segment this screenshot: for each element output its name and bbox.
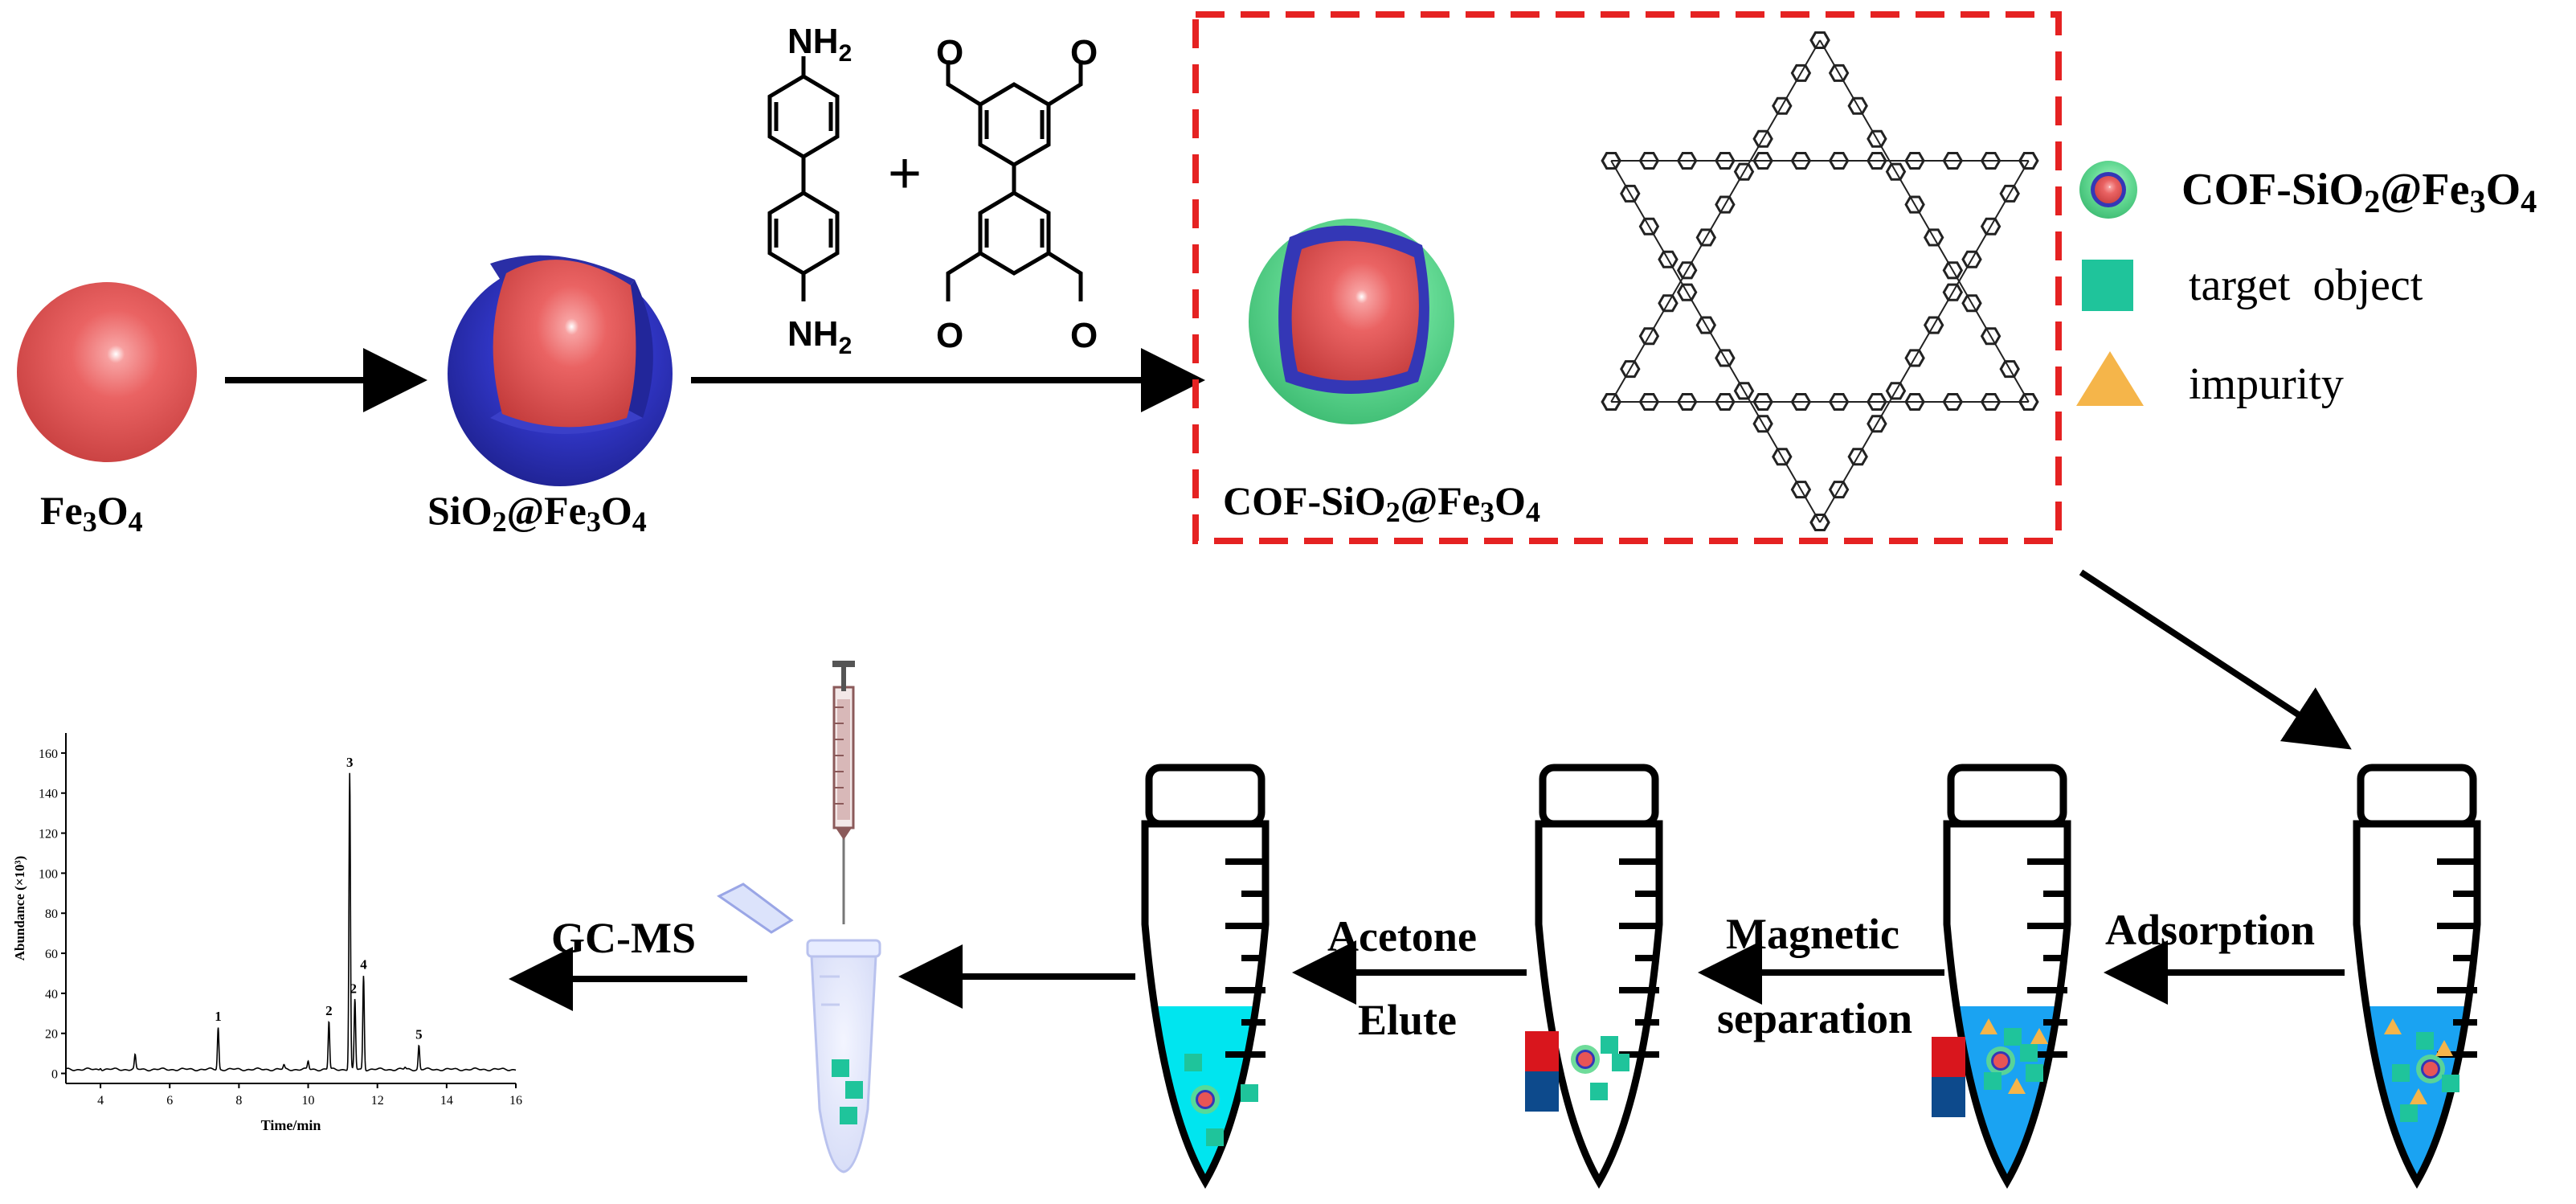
chromatogram-trace xyxy=(65,772,517,1072)
peak-label: 5 xyxy=(415,1027,423,1042)
x-tick-label: 4 xyxy=(97,1094,104,1108)
tube-elute xyxy=(1141,764,1270,1189)
x-tick-label: 14 xyxy=(440,1094,453,1108)
label-sio2-fe3o4: SiO2@Fe3O4 xyxy=(427,488,647,538)
tetraaldehyde-structure xyxy=(946,60,1083,301)
tube-washed xyxy=(1535,764,1663,1189)
y-axis-label: Abundance (×10³) xyxy=(12,856,27,961)
peak-label: 2 xyxy=(325,1003,333,1018)
legend-target-icon xyxy=(2082,260,2133,311)
y-tick-label: 100 xyxy=(39,867,58,881)
cof-particle-icon xyxy=(1249,219,1454,424)
y-tick-label: 120 xyxy=(39,828,58,842)
aldehyde-o-3: O xyxy=(936,316,963,355)
plus-sign: + xyxy=(888,141,922,206)
y-tick-label: 20 xyxy=(45,1028,58,1042)
sio2-fe3o4-particle-icon xyxy=(448,255,673,486)
step-adsorption: Adsorption xyxy=(2105,906,2316,954)
sample-vial-icon xyxy=(717,883,881,1173)
y-tick-label: 0 xyxy=(51,1068,58,1082)
x-axis-label: Time/min xyxy=(261,1117,321,1133)
arrow-to-adsorption xyxy=(2079,569,2352,750)
magnet-1 xyxy=(1525,1031,1559,1112)
aldehyde-o-2: O xyxy=(1070,33,1098,72)
y-tick-label: 160 xyxy=(39,747,58,761)
legend-label-target: target object xyxy=(2189,260,2423,310)
y-tick-label: 80 xyxy=(45,907,58,921)
legend-label-cof: COF-SiO2@Fe3O4 xyxy=(2181,165,2537,220)
legend-impurity-icon xyxy=(2076,351,2144,406)
y-tick-label: 140 xyxy=(39,788,58,801)
label-cof-sio2-fe3o4: COF-SiO2@Fe3O4 xyxy=(1223,478,1540,528)
x-tick-label: 6 xyxy=(166,1094,173,1108)
legend-label-impurity: impurity xyxy=(2189,359,2344,409)
cof-framework-network xyxy=(1601,31,2039,531)
peak-label: 3 xyxy=(346,755,354,770)
benzidine-structure xyxy=(767,56,840,301)
step-magnetic-2: separation xyxy=(1717,994,1912,1042)
step-acetone-1: Acetone xyxy=(1327,912,1477,960)
peak-label: 1 xyxy=(215,1009,222,1024)
legend-cof-icon xyxy=(2079,161,2137,219)
tube-adsorption xyxy=(2353,764,2481,1189)
peak-label: 2 xyxy=(350,981,357,996)
label-fe3o4: Fe3O4 xyxy=(40,488,143,538)
fe3o4-particle-icon xyxy=(17,282,197,462)
step-gcms: GC-MS xyxy=(551,914,696,962)
syringe-icon xyxy=(832,661,855,924)
step-acetone-2: Elute xyxy=(1358,996,1458,1044)
x-tick-label: 12 xyxy=(371,1094,384,1108)
y-tick-label: 60 xyxy=(45,948,58,961)
amine-bottom-label: NH2 xyxy=(787,314,852,359)
x-tick-label: 16 xyxy=(509,1094,522,1108)
cof-highlight-frame xyxy=(1192,11,2062,544)
y-tick-label: 40 xyxy=(45,988,58,1001)
aldehyde-o-4: O xyxy=(1070,316,1098,355)
step-magnetic-1: Magnetic xyxy=(1726,910,1899,958)
peak-label: 4 xyxy=(360,956,367,972)
amine-top-label: NH2 xyxy=(787,22,852,67)
x-tick-label: 10 xyxy=(302,1094,315,1108)
magnet-2 xyxy=(1932,1037,1965,1117)
tube-magnetic-separation xyxy=(1943,764,2071,1189)
x-tick-label: 8 xyxy=(235,1094,242,1108)
aldehyde-o-1: O xyxy=(936,33,963,72)
